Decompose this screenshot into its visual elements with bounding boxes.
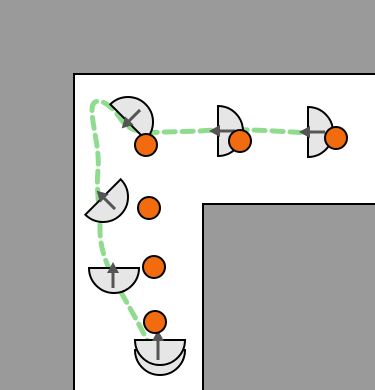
target-point — [138, 197, 160, 219]
target-point — [144, 311, 166, 333]
target-point — [143, 256, 165, 278]
inner-wall — [203, 204, 375, 390]
target-point — [325, 127, 347, 149]
target-point — [229, 130, 251, 152]
target-point — [135, 134, 157, 156]
